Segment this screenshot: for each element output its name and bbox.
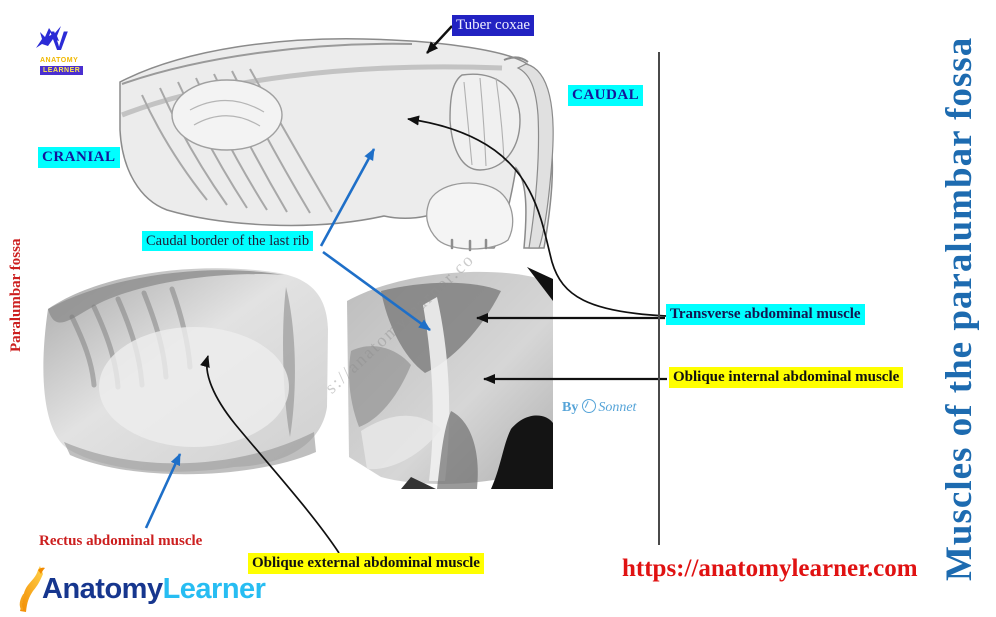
logo-word-learner: Learner xyxy=(162,572,266,605)
label-rectus-abdominal-muscle: Rectus abdominal muscle xyxy=(39,533,203,549)
logo-word-anatomy: Anatomy xyxy=(42,572,163,605)
logo-v-letter: V xyxy=(50,26,69,56)
sonnet-icon xyxy=(582,399,597,413)
label-oblique-external-abdominal-muscle: Oblique external abdominal muscle xyxy=(248,553,484,574)
label-tuber-coxae: Tuber coxae xyxy=(452,15,535,36)
credit-by-text: By xyxy=(562,400,579,415)
label-caudal: CAUDAL xyxy=(568,85,644,106)
label-oblique-internal-abdominal-muscle: Oblique internal abdominal muscle xyxy=(669,367,904,388)
logo-anatomy-text: ANATOMY xyxy=(40,57,79,64)
vertical-divider-line xyxy=(658,52,660,545)
dissection-photo-superficial xyxy=(43,268,328,475)
leaping-goat-icon xyxy=(36,26,61,48)
label-paralumbar-fossa: Paralumbar fossa xyxy=(8,238,24,352)
label-cranial: CRANIAL xyxy=(38,147,120,168)
page-title: Muscles of the paralumbar fossa xyxy=(939,36,980,582)
credit-name-text: Sonnet xyxy=(598,400,637,415)
logo-learner-text: LEARNER xyxy=(40,66,84,75)
website-url-link[interactable]: https://anatomylearner.com xyxy=(622,555,918,582)
dissection-photo-deep xyxy=(347,267,553,489)
credit-by-sonnet: By Sonnet xyxy=(562,399,636,416)
label-transverse-abdominal-muscle: Transverse abdominal muscle xyxy=(666,304,865,325)
anatomylearner-logo-top: V ANATOMY LEARNER xyxy=(34,24,104,86)
label-caudal-border-last-rib: Caudal border of the last rib xyxy=(142,231,314,252)
leaping-antelope-icon xyxy=(19,566,45,612)
cow-line-drawing-illustration xyxy=(119,38,554,252)
